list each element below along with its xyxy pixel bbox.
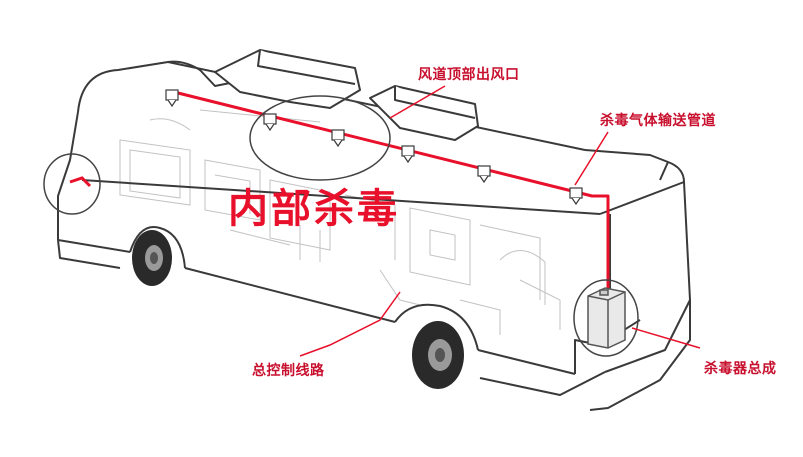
nozzle-icon	[569, 187, 583, 206]
rear-wheel	[412, 321, 464, 389]
label-vent-outlet: 风道顶部出风口	[418, 67, 520, 83]
nozzle-icon	[165, 89, 179, 108]
nozzle-icon	[263, 113, 277, 132]
control-line	[299, 291, 401, 357]
roof-ac-units	[214, 49, 479, 141]
device-highlight-circle	[573, 279, 639, 357]
label-device-assembly: 杀毒器总成	[704, 361, 777, 377]
nozzle-icon	[477, 165, 491, 184]
nozzle-icon	[331, 129, 345, 148]
front-pipe-line	[69, 176, 92, 188]
front-wheel	[132, 230, 172, 286]
front-highlight-circle	[43, 153, 101, 215]
disinfector-device	[587, 287, 626, 349]
vent-nozzles	[165, 89, 583, 206]
label-gas-pipe: 杀毒气体输送管道	[600, 113, 716, 129]
main-title: 内部杀毒	[228, 186, 400, 232]
label-control-line: 总控制线路	[252, 363, 325, 379]
vent-highlight-ellipse	[249, 95, 391, 181]
leader-lines	[389, 85, 701, 349]
nozzle-icon	[401, 145, 415, 164]
